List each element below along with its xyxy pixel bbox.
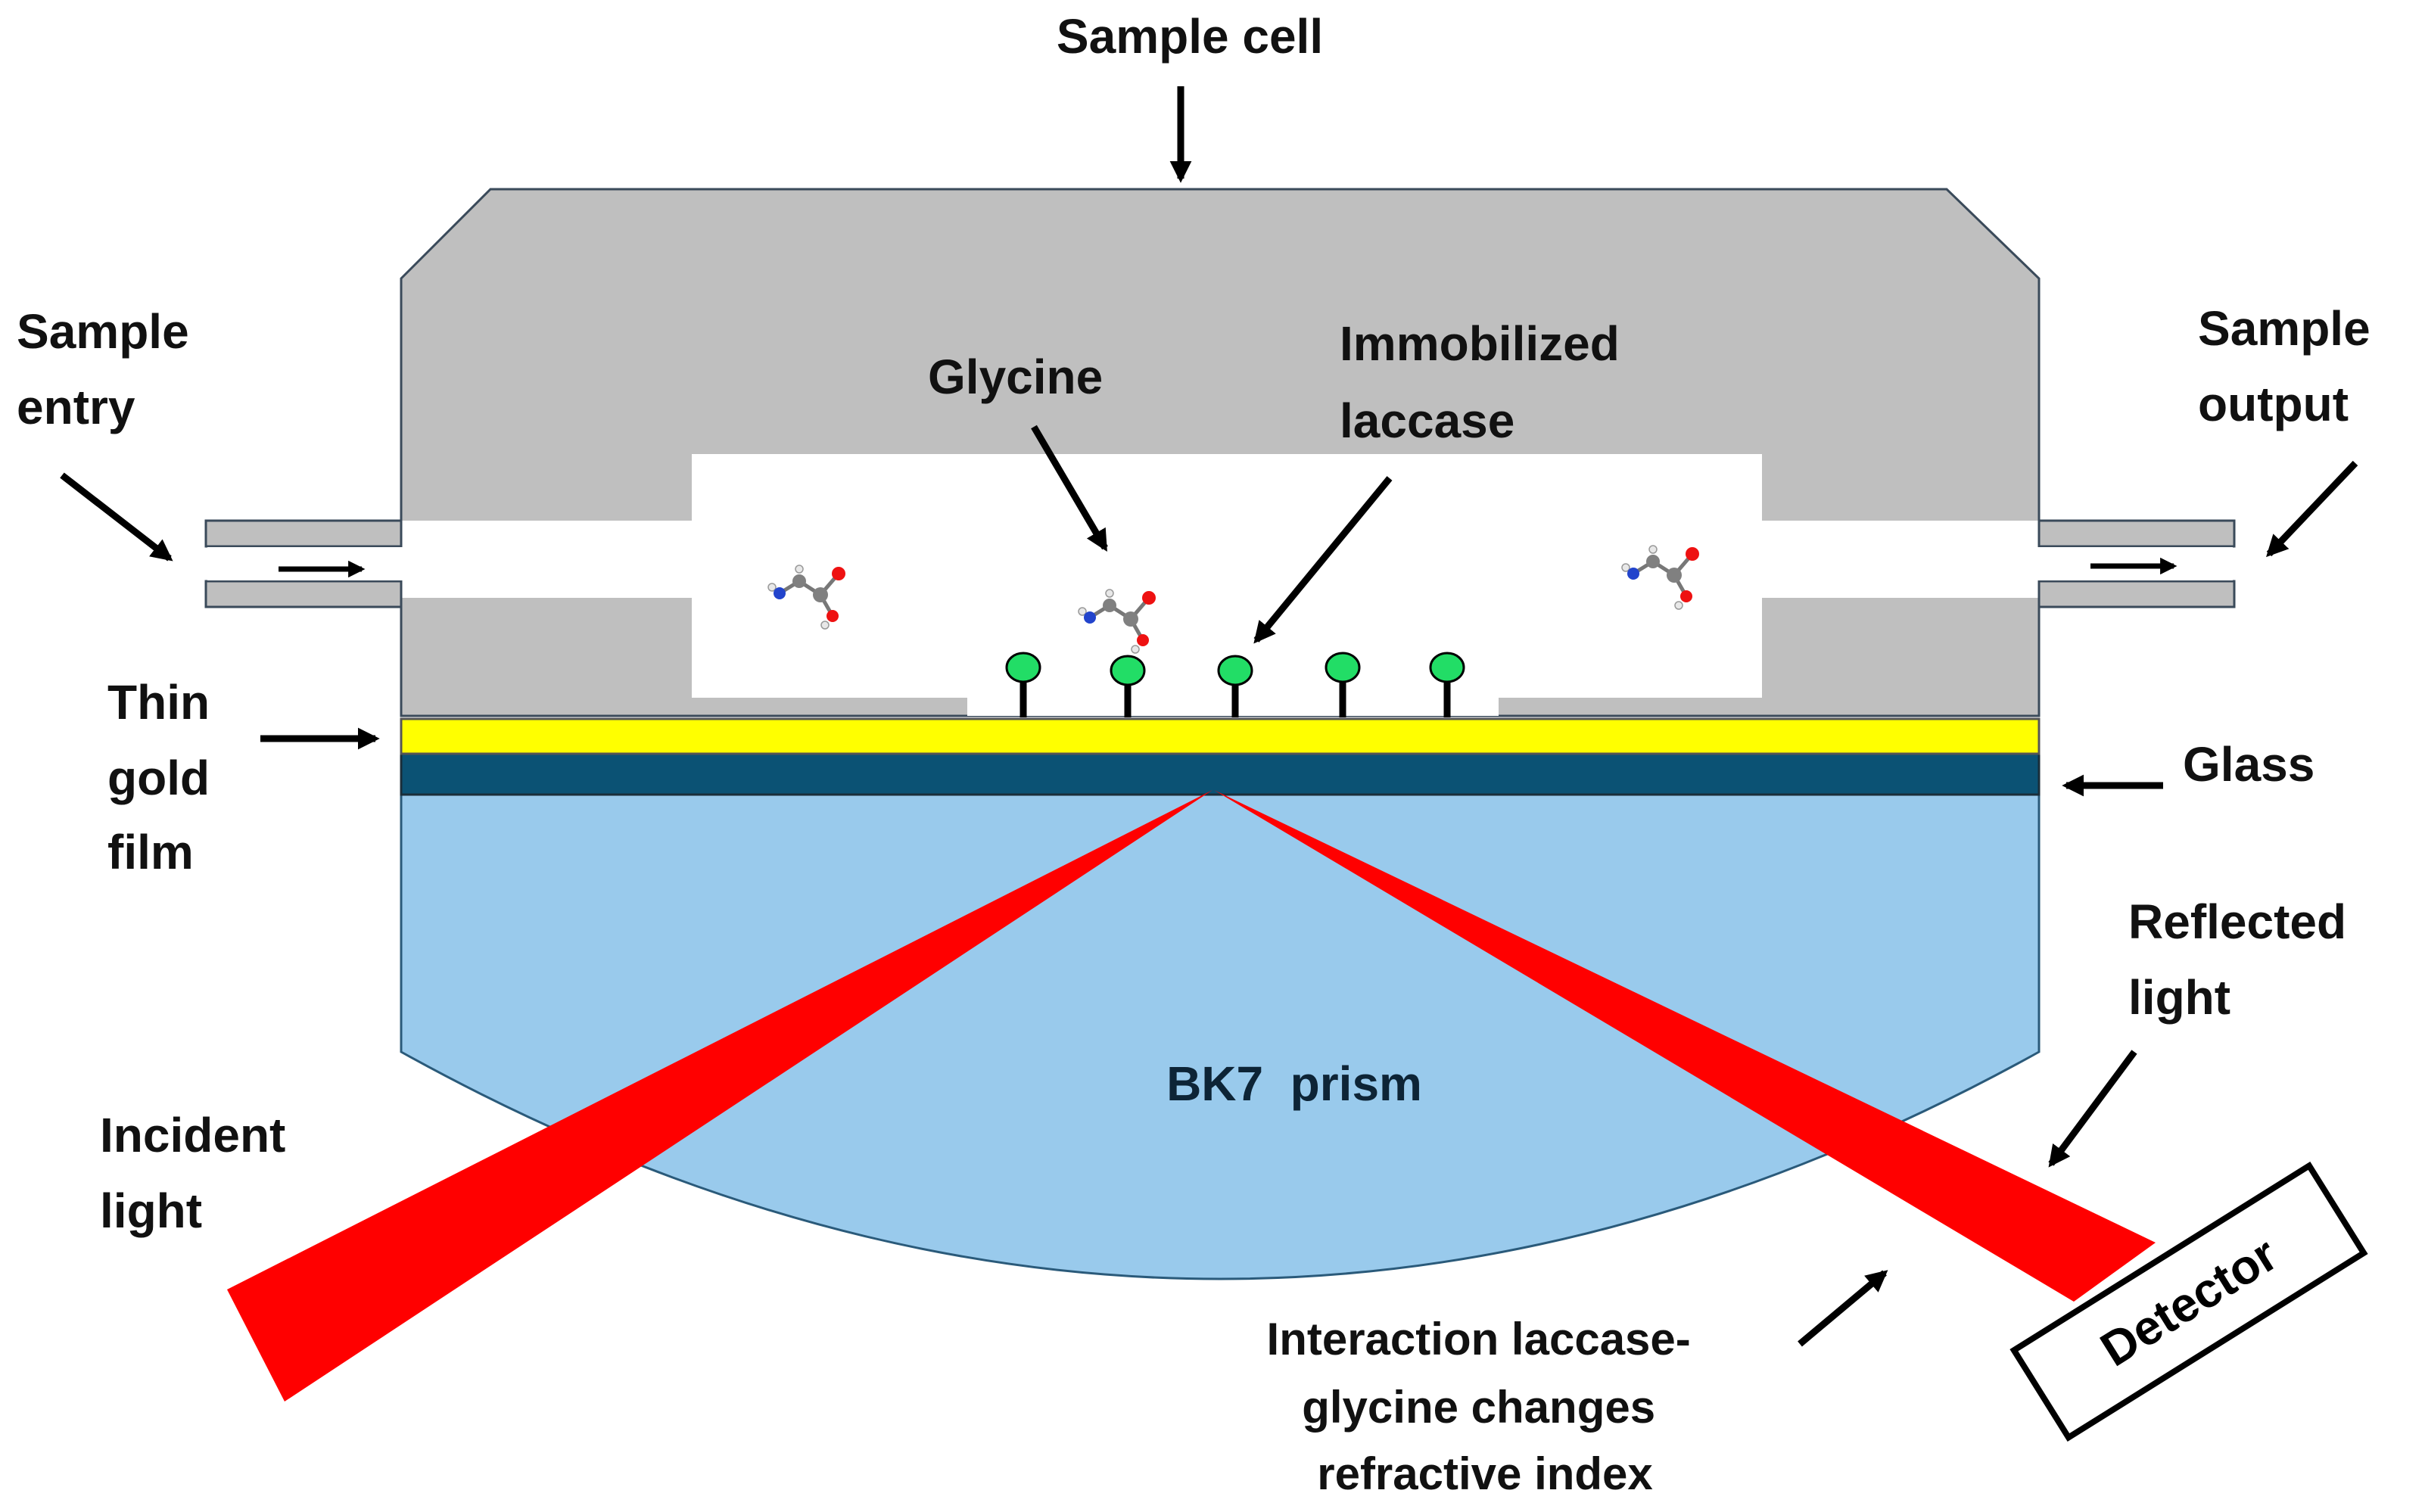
inlet-tube <box>204 519 406 608</box>
outlet-tube <box>2034 519 2236 608</box>
label-immobilized-laccase: Immobilized laccase <box>1340 316 1633 448</box>
gold-film <box>400 717 2041 755</box>
laccase-1 <box>1005 652 1041 717</box>
label-glycine: Glycine <box>928 350 1103 404</box>
laccase-group <box>1005 652 1465 717</box>
arrow-interaction <box>1798 1270 1888 1347</box>
label-sample-entry: Sample entry <box>17 304 202 434</box>
label-bk7-prism: BK7 prism <box>1166 1056 1422 1111</box>
flow-chamber <box>401 454 2039 716</box>
arrow-sample-entry <box>60 472 173 562</box>
glass-layer <box>400 752 2041 796</box>
label-thin-gold-film: Thin gold film <box>107 675 223 879</box>
label-sample-output: Sample output <box>2198 301 2383 431</box>
label-glass: Glass <box>2183 737 2314 792</box>
laccase-4 <box>1325 652 1361 717</box>
laccase-2 <box>1110 655 1146 717</box>
laccase-5 <box>1429 652 1465 717</box>
glycine-molecule-3 <box>1621 545 1699 610</box>
label-interaction: Interaction laccase- glycine changes ref… <box>1267 1314 1704 1499</box>
label-incident-light: Incident light <box>100 1108 299 1238</box>
bk7-prism <box>400 793 2041 1280</box>
arrow-laccase <box>1253 476 1393 644</box>
incident-beam <box>227 790 1212 1402</box>
reflected-beam <box>1214 790 2156 1302</box>
laccase-3 <box>1217 655 1253 717</box>
label-sample-cell: Sample cell <box>1057 9 1323 64</box>
arrow-sample-output <box>2266 460 2358 558</box>
glycine-molecule-1 <box>767 565 845 630</box>
glycine-molecule-2 <box>1078 589 1156 654</box>
arrow-glycine <box>1031 425 1108 552</box>
arrow-reflected-light <box>2048 1050 2137 1168</box>
label-reflected-light: Reflected light <box>2128 894 2360 1025</box>
